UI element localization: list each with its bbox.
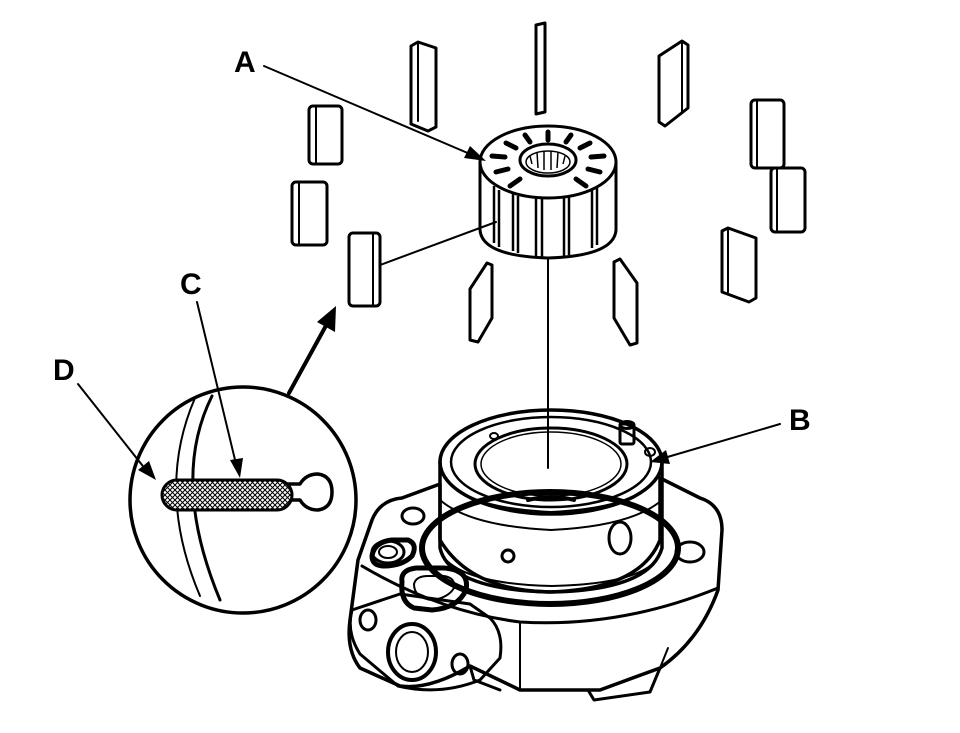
rotor-side-slots: [492, 186, 599, 257]
vane-upper-right: [657, 39, 690, 128]
callout-d: D: [53, 354, 75, 387]
vane-right-upper: [749, 98, 786, 170]
locating-pin: [618, 420, 636, 446]
body-o-ring: [419, 489, 681, 607]
vane-left-upper: [307, 104, 344, 166]
vane-bottom-right: [612, 257, 639, 347]
vane-upper-left: [409, 40, 438, 133]
port-right: [450, 652, 470, 676]
port-main: [386, 622, 438, 682]
leader-lines: [77, 65, 781, 480]
vane-right-middle: [769, 166, 807, 234]
vane-bottom-left: [468, 261, 494, 344]
detail-magnifier: [128, 385, 358, 615]
rotor-top-slots: [489, 129, 607, 189]
vane-right-lower: [720, 226, 758, 304]
vane-set: [290, 21, 807, 347]
vane-top: [534, 21, 547, 116]
pump-body: [347, 408, 724, 702]
vane-left-middle: [290, 180, 329, 247]
callout-a: A: [234, 46, 256, 79]
callout-c: C: [180, 268, 202, 301]
callout-b: B: [789, 404, 811, 437]
vane-left-lower: [347, 231, 382, 308]
rotor-bore-spline: [529, 151, 566, 170]
rotor: [478, 124, 618, 260]
port-left: [358, 608, 378, 632]
cam-ring-bore: [473, 426, 629, 502]
knurled-pin: [160, 478, 294, 512]
